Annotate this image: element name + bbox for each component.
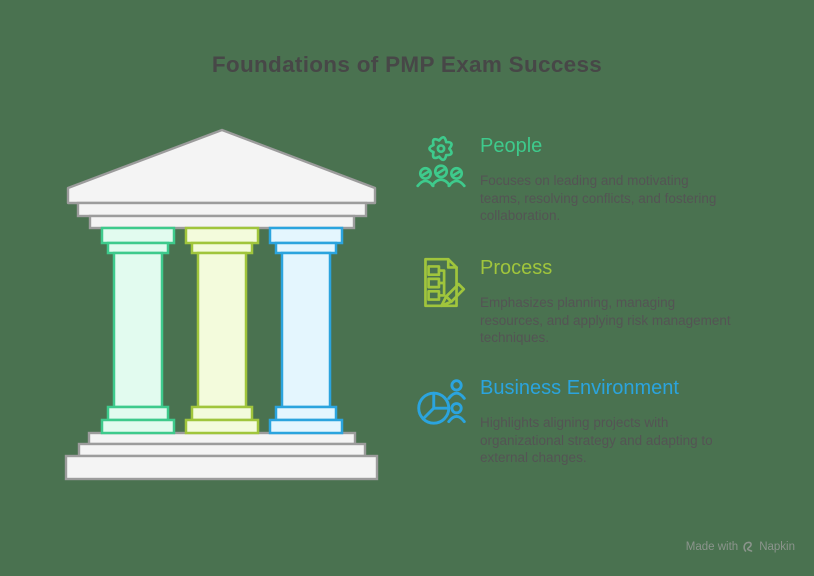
watermark-brand: Napkin bbox=[759, 540, 795, 553]
entablature-lower bbox=[88, 214, 356, 230]
pediment bbox=[66, 128, 377, 205]
page-title: Foundations of PMP Exam Success bbox=[211, 52, 603, 77]
section-people: People Focuses on leading and motivating… bbox=[412, 130, 792, 225]
watermark-prefix: Made with bbox=[685, 540, 739, 553]
step-bottom bbox=[64, 454, 379, 481]
entablature-upper bbox=[76, 201, 368, 218]
temple-illustration bbox=[64, 128, 379, 481]
step-middle bbox=[77, 442, 367, 458]
section-business-environment-description: Highlights aligning projects with organi… bbox=[480, 415, 713, 465]
section-process-text: Process Emphasizes planning, managing re… bbox=[480, 252, 780, 347]
section-people-text: People Focuses on leading and motivating… bbox=[480, 130, 780, 225]
pie-chart-team-icon bbox=[412, 374, 470, 432]
section-business-environment-text: Business Environment Highlights aligning… bbox=[480, 372, 780, 467]
section-process-title: Process bbox=[480, 257, 553, 279]
section-business-environment: Business Environment Highlights aligning… bbox=[412, 372, 792, 467]
section-people-title: People bbox=[480, 135, 543, 157]
made-with-napkin-link[interactable]: Made with Napkin bbox=[686, 540, 795, 553]
document-edit-icon bbox=[412, 254, 470, 312]
section-process-description: Emphasizes planning, managing resources,… bbox=[480, 295, 731, 345]
section-people-description: Focuses on leading and motivating teams,… bbox=[480, 173, 717, 223]
pillar-business-environment bbox=[268, 226, 344, 435]
temple-structure bbox=[64, 128, 379, 481]
pillar-people bbox=[100, 226, 176, 435]
section-process: Process Emphasizes planning, managing re… bbox=[412, 252, 792, 347]
napkin-logo-icon bbox=[743, 541, 753, 552]
team-gear-icon bbox=[412, 132, 470, 190]
step-top bbox=[87, 431, 357, 446]
pillar-process bbox=[184, 226, 260, 435]
section-business-environment-title: Business Environment bbox=[480, 377, 679, 399]
